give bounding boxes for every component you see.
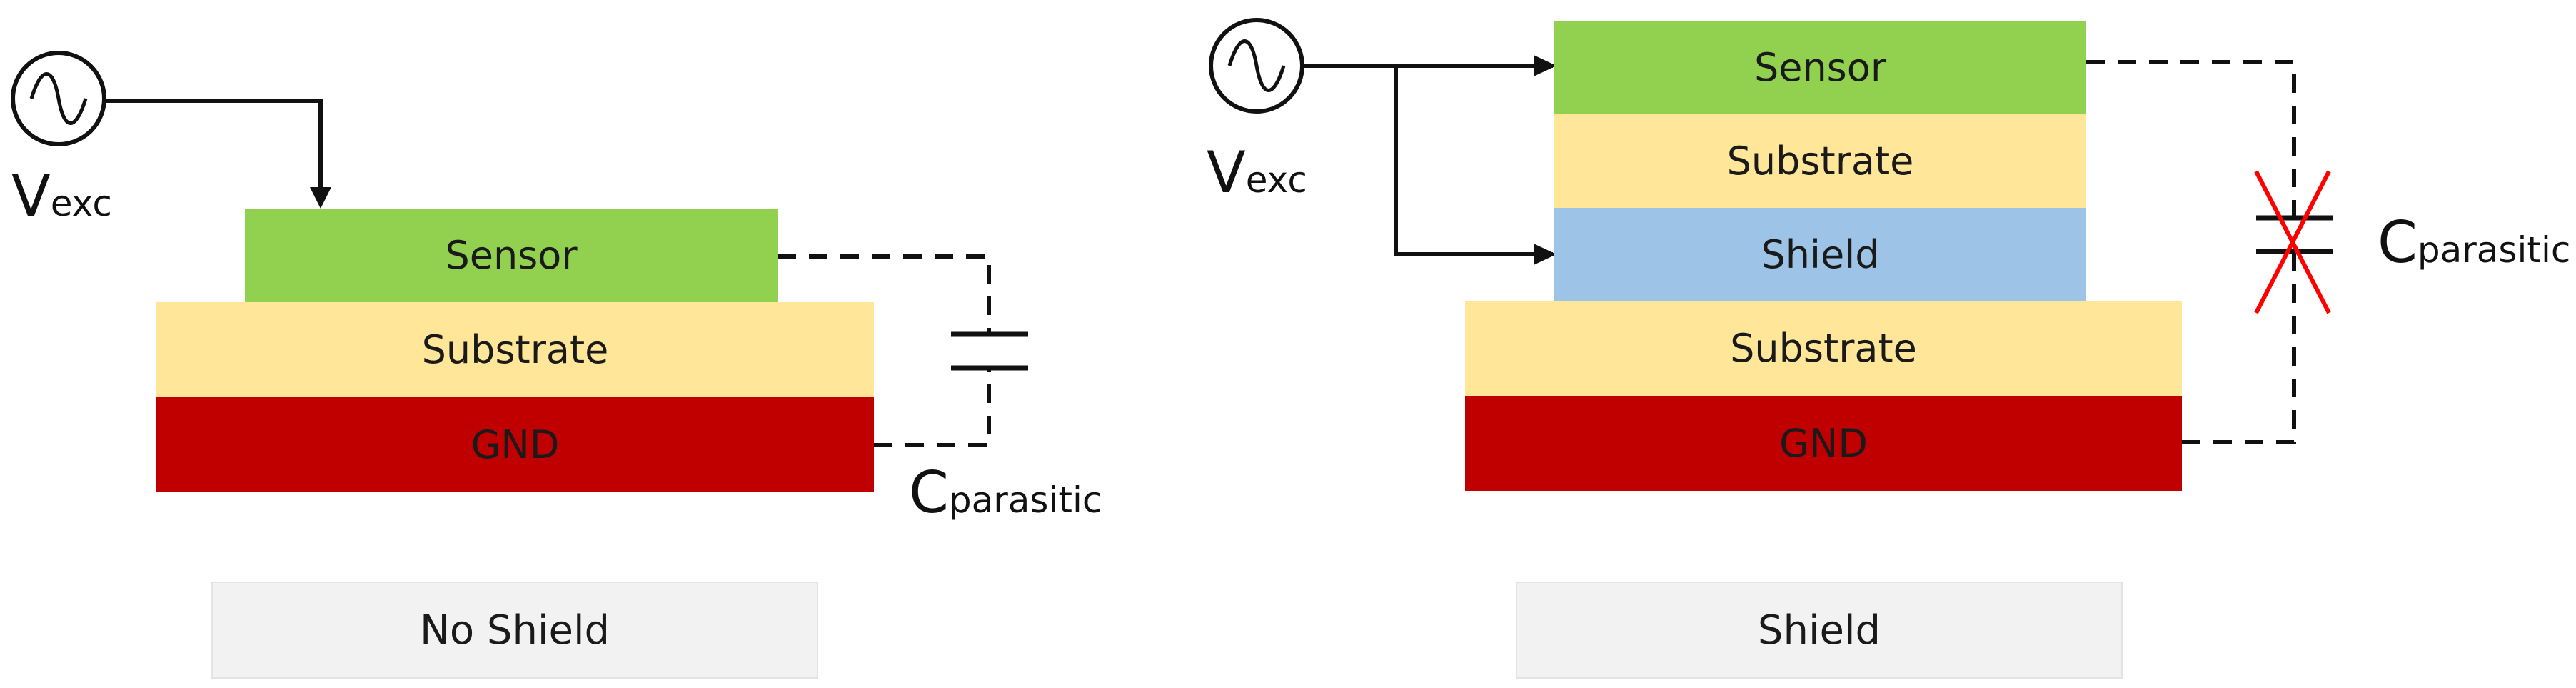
- ac-source-icon: [11, 51, 106, 146]
- no-shield-diagram: Vexc Sensor Substrate GND Cparasitic No …: [0, 0, 1185, 688]
- gnd-dashed-wire: [2182, 251, 2296, 444]
- caption-no-shield: No Shield: [211, 582, 818, 679]
- gnd-layer: GND: [156, 397, 874, 492]
- arrow-head: [1534, 244, 1556, 265]
- capacitor-label: Cparasitic: [909, 459, 1102, 526]
- ac-source-icon: [1209, 18, 1304, 114]
- right-wiring: [1209, 18, 2333, 444]
- left-wiring: [11, 51, 1028, 447]
- sensor-dashed-wire: [2086, 60, 2296, 218]
- sensor-label: Sensor: [445, 233, 578, 278]
- sensor-label: Sensor: [1754, 45, 1887, 90]
- gnd-layer: GND: [1465, 396, 2182, 491]
- capacitor-icon: [951, 331, 1028, 371]
- caption-shield: Shield: [1516, 582, 2123, 679]
- gnd-label: GND: [471, 422, 560, 467]
- excitation-wire: [104, 99, 323, 194]
- capacitor-label: Cparasitic: [2378, 209, 2571, 276]
- substrate-layer: Substrate: [156, 302, 874, 397]
- sensor-layer: Sensor: [1554, 21, 2086, 114]
- substrate-label: Substrate: [1730, 326, 1917, 371]
- caption-label: Shield: [1757, 607, 1881, 654]
- arrow-head: [1534, 55, 1556, 76]
- crossed-capacitor-icon: [2254, 170, 2333, 314]
- substrate-label: Substrate: [421, 327, 609, 372]
- top-substrate-layer: Substrate: [1554, 114, 2086, 208]
- shield-label: Shield: [1761, 231, 1880, 277]
- bottom-substrate-layer: Substrate: [1465, 301, 2182, 396]
- shield-excitation-wire: [1394, 66, 1553, 256]
- source-label: Vexc: [11, 163, 112, 229]
- gnd-dashed-wire: [874, 368, 991, 447]
- sensor-dashed-wire: [778, 254, 991, 334]
- caption-label: No Shield: [419, 607, 610, 654]
- substrate-label: Substrate: [1726, 139, 1914, 184]
- gnd-label: GND: [1779, 421, 1868, 466]
- shield-diagram: Vexc Sensor Substrate Shield Substrate G…: [1185, 0, 2576, 688]
- shield-layer: Shield: [1554, 208, 2086, 301]
- source-label: Vexc: [1207, 139, 1307, 206]
- arrow-head: [310, 187, 331, 209]
- sensor-layer: Sensor: [245, 209, 778, 302]
